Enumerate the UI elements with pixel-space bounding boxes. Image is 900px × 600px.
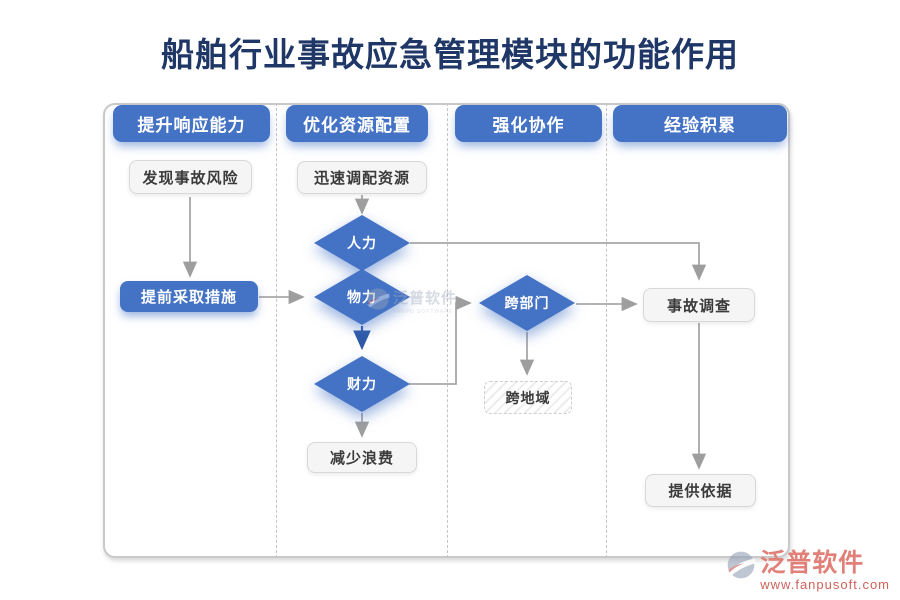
node-allocate-resources: 迅速调配资源 (297, 161, 427, 194)
node-provide-basis: 提供依据 (645, 474, 756, 507)
column-divider-2 (447, 103, 448, 558)
node-accident-investigation: 事故调查 (643, 288, 755, 322)
node-discover-risk: 发现事故风险 (129, 160, 252, 194)
column-header-response: 提升响应能力 (113, 105, 270, 142)
column-divider-1 (276, 103, 277, 558)
fanpu-logo-icon (726, 550, 756, 585)
page-title: 船舶行业事故应急管理模块的功能作用 (161, 36, 739, 73)
node-cross-department-diamond: 跨部门 (479, 275, 575, 331)
brand-block: 泛普软件 www.fanpusoft.com (726, 550, 890, 592)
brand-name: 泛普软件 (760, 549, 865, 577)
column-header-collaboration: 强化协作 (455, 105, 602, 142)
node-cross-region: 跨地域 (484, 381, 572, 414)
column-divider-3 (606, 103, 607, 558)
node-reduce-waste: 减少浪费 (307, 442, 417, 473)
node-manpower-diamond: 人力 (314, 215, 410, 271)
node-material-diamond: 物力 (314, 269, 410, 325)
column-header-experience: 经验积累 (613, 105, 787, 142)
node-finance-diamond: 财力 (314, 356, 410, 412)
column-header-resources: 优化资源配置 (286, 105, 428, 142)
brand-url: www.fanpusoft.com (760, 577, 890, 592)
node-take-measures: 提前采取措施 (120, 281, 258, 312)
